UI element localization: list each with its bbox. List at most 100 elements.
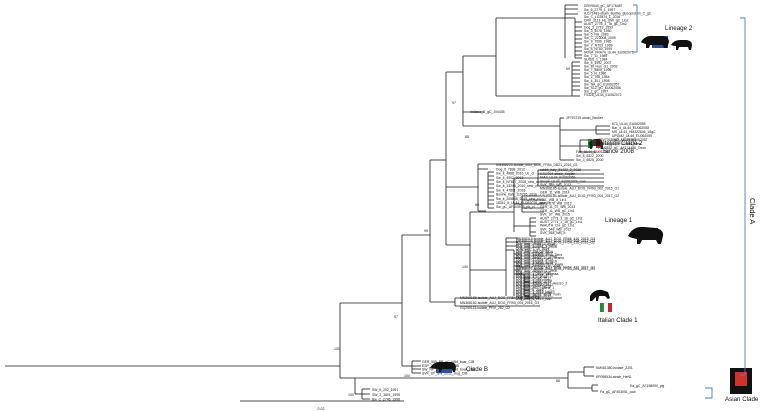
tip-label: Dog_Italy_208_20_2016 — [516, 250, 553, 254]
tip-label: FRV42_gC_AF174676_slew — [598, 142, 641, 146]
tip-label: MN368319-isolate_AUJ_DOG_FR66_416_2015_G… — [516, 237, 595, 241]
tip-label: Sw_3_6825_2000 — [576, 158, 603, 162]
tip-label: MN368327-isolate_AUJ_DOG_FR54_025_2017_G… — [516, 267, 595, 271]
tip-label: Fab_UL44_EU062061 — [576, 150, 610, 154]
boar-icon — [641, 35, 669, 48]
tip-label: KJ17004-strain_Kaplan — [540, 172, 575, 176]
tip-label: Sw_C_LG2874_1_2016 — [584, 15, 620, 19]
bootstrap-80: 80 — [475, 203, 479, 207]
tip-label: Sw_C_223008_2009 — [584, 36, 616, 40]
lineage-1-label: Lineage 1 — [605, 217, 633, 224]
tip-label: Sw_It_NT687_2008_new_cl — [496, 180, 539, 184]
tip-label: Dog_Italy_39001_2019 — [516, 294, 551, 298]
pig-icon — [671, 40, 692, 50]
tip-label: Dog_Italy_2306521_11_2018 — [516, 264, 560, 268]
tip-label: Fa_gC_AF403051_cow — [600, 390, 636, 394]
tip-label: Sw_Bi_Hun_G1_2002 — [584, 65, 618, 69]
tip-label: Dog_Italy_1_2016_Lucca — [516, 289, 555, 293]
scale-label: 0.02 — [318, 407, 325, 411]
tip-label: Sw_7_5805_1996 — [584, 68, 611, 72]
tip-label: Dog_Italy_38000_2017 — [516, 280, 551, 284]
tip-label: Dog_Italy_1_2017_Pisa — [516, 278, 552, 282]
boar-icon — [589, 138, 603, 149]
tip-label: Sw_2_708_1984 — [584, 75, 610, 79]
tip-label: Skope_UL44_EU062079_cow — [540, 179, 586, 183]
tip-label: Dog_Italy_7_18_2014 — [516, 247, 549, 251]
tip-label: SUISS_1_1984 — [584, 57, 607, 61]
bootstrap-99: 99 — [424, 229, 428, 233]
tip-label: SVK_558_WB_It — [540, 231, 566, 235]
tip-label: GER_11_WB_2014 — [540, 190, 570, 194]
tip-label: Sw_C_2746_1998 — [372, 398, 400, 402]
tip-label: Ea_gC_AF158090_pig — [630, 384, 664, 388]
bracket-clade-a — [740, 17, 746, 376]
italian-clade-2-label: Italian Clade 2 — [603, 140, 643, 147]
tip-label: Dog_Italy_373001_2017 — [516, 258, 553, 262]
tip-label: Dog_Italy_2017_Siena_1 — [516, 286, 554, 290]
bootstrap-upper: 97 — [452, 101, 456, 105]
tip-label: Bar_4_UL44_EU062058 — [612, 126, 649, 130]
tip-label: Dog_Italy_37000_2017_Arezzo_2 — [516, 281, 567, 285]
tip-label: MS_UL44_HM222646_18gC — [612, 130, 656, 134]
tip-label: FRV7263_gC_AF174861 — [598, 138, 636, 142]
tip-label: Dog_Italy_325504_2_2018 — [516, 255, 557, 259]
tip-label: Sw_2_gC_1997 — [584, 89, 608, 93]
tip-label: Dog_Italy_211600_2017 — [516, 251, 553, 255]
scale-bar: 0.02 — [240, 400, 404, 411]
tip-label: Sw_It_4902_2013 — [496, 176, 523, 180]
tip-label: UPGM2_UL44_EU062059 — [612, 134, 652, 138]
bootstrap-clade-a: 97 — [394, 315, 398, 319]
tip-label: AJ171481-strain_Bartha_glycoprotein_C_gC — [584, 11, 652, 15]
tip-label: Dog_Italy_622600_2019_Pavia — [516, 262, 563, 266]
tip-label: MN368185-isolate_AUJ_DOG_FR93_002_2015_G… — [540, 187, 619, 191]
tree-branches — [5, 4, 610, 400]
tip-label: Indiana_S_gC_J04435 — [470, 110, 505, 114]
clade-brackets: Clade A — [633, 4, 757, 399]
tip-label: MN368317-isolate_AUJ_DOG_FR54_422_2017_G… — [516, 266, 595, 270]
tip-label: Dog_Italy_1_2016_Rieti — [516, 291, 552, 295]
tip-label: Sw_It_4988_2016_UL_cl — [496, 172, 534, 176]
clade-b-label: Clade B — [466, 366, 488, 373]
tip-label: Dog_Italy_29702_2019_Turin — [516, 293, 561, 297]
tip-label: Dog_Italy_378850_2018 — [516, 261, 553, 265]
bootstrap-values: 100 97 97 85 99 80 100 100 100 86 69 — [334, 67, 570, 397]
tip-label: NOVA_FRA74_UL44_EU062076 — [584, 50, 634, 54]
tip-label: Dog_Italy_28462_2_16_Teramo — [516, 256, 564, 260]
tip-label: Dog_Italy_1_2016_Vanessa — [516, 272, 558, 276]
tip-label: AUST_2771_1_18_gC_Lin1 — [540, 220, 583, 224]
bootstrap-root: 100 — [334, 347, 340, 351]
tip-label: JF797219-strain_Becker — [566, 116, 604, 120]
tip-label: MN368182-isolate_AUJ_DOG_FR93_004_2016_G… — [460, 301, 539, 305]
tip-label: Sw_Y_NT03_1969 — [584, 43, 613, 47]
tip-label: Bovine_Italy_115776_2016 — [496, 193, 537, 197]
tip-label: Sw_3_4078_1980 — [584, 29, 611, 33]
bootstrap-l1: 100 — [462, 265, 468, 269]
bootstrap-85: 85 — [465, 135, 469, 139]
lineage-2-label: Lineage 2 — [665, 25, 693, 32]
italian-clade-2-since: Since 2008 — [603, 148, 635, 155]
tip-label: SVK_ST_WB_2015 — [540, 213, 570, 217]
tip-label: SW_2_3801_1995 — [372, 393, 400, 397]
tip-label: Dog_It_7838_2012 — [496, 167, 525, 171]
tip-label: KM061380-isolate_ZJ01 — [596, 366, 633, 370]
tip-label: Dog_Italy_289001_1_2016 — [516, 269, 557, 273]
tip-label: Sw_NA_gC_EU062057 — [584, 82, 620, 86]
tip-label: Sw_9_7096_1985 — [584, 40, 611, 44]
tip-label: AUST_2771_1_18_gC_Lin1 — [540, 216, 583, 220]
tip-label: FRV0532_gC_AF174496_Oxon — [598, 146, 646, 150]
tip-label: Sw_5_NA_1983 — [584, 33, 609, 37]
tip-labels: DRV9544_gC_AF176487Sw_6_2779_1_1997AJ171… — [372, 4, 664, 401]
tip-label: F0328_UL44_EU062072 — [584, 93, 622, 97]
tip-label: SVK_585_WB_2012 — [540, 183, 571, 187]
tip-label: Sw_8_NT80_1999 — [584, 47, 612, 51]
tip-label: SW_It_292_1991 — [372, 388, 398, 392]
tip-label: Dog_Italy_264001_2_2016 — [516, 245, 557, 249]
clade-a-label: Clade A — [748, 198, 757, 224]
tip-label: AUST_2778_3_Tb_gC_Lin2 — [584, 22, 627, 26]
tip-label: Dog_Italy_299000_2017 — [516, 283, 553, 287]
tip-label: HUN_578_WB_2012 — [540, 202, 572, 206]
bracket-lineage-2 — [633, 4, 638, 53]
tip-label: Wolf_Italy_7_11_2016 — [516, 248, 550, 252]
tip-label: 18341_It_UL44_EU062076_new_cl — [496, 201, 550, 205]
